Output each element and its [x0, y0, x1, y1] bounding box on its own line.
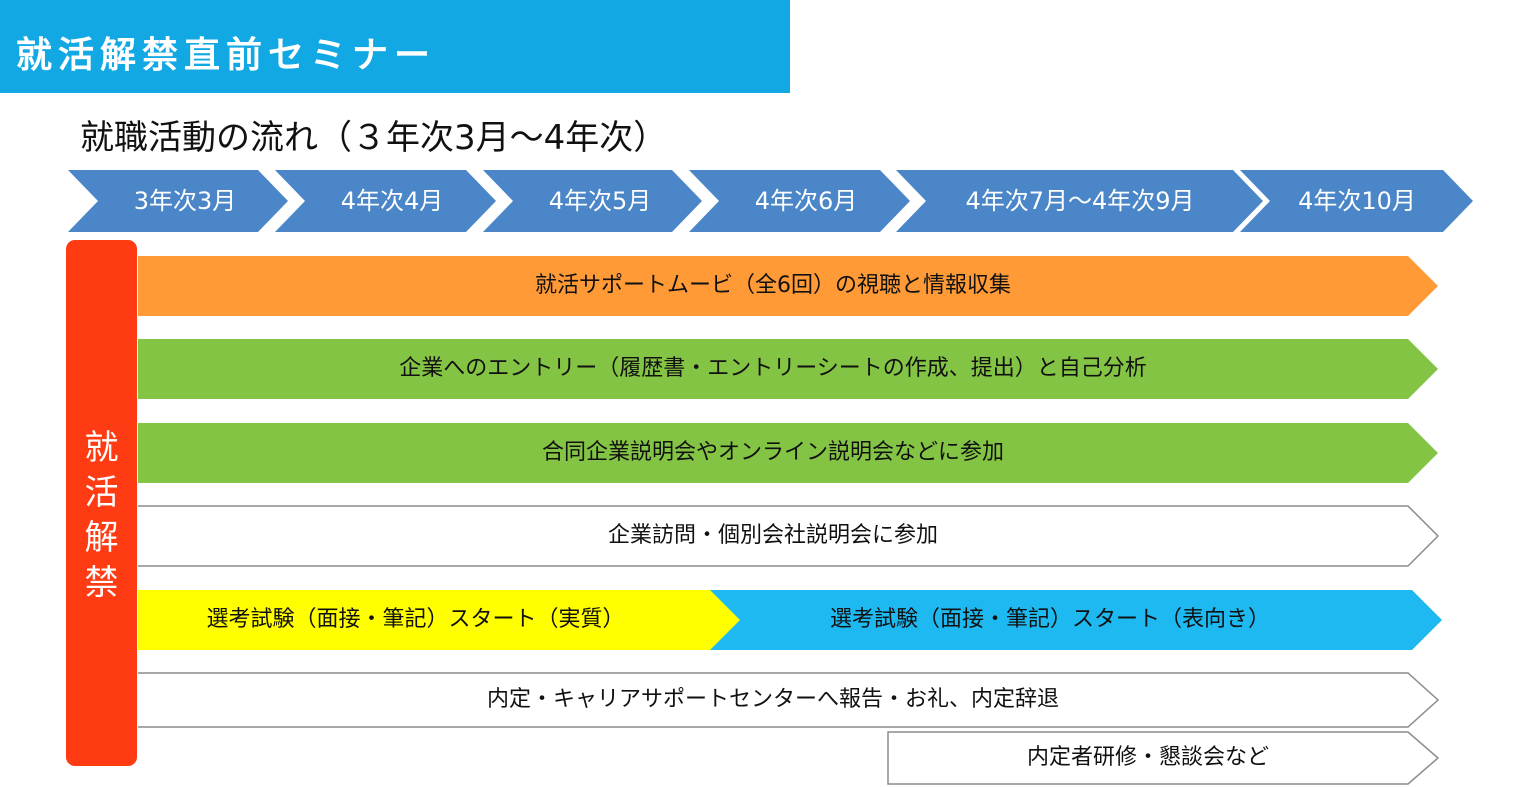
- arrow-entry: [138, 339, 1438, 399]
- arrow-selection-official: [700, 590, 1442, 650]
- label-seminar: 合同企業説明会やオンライン説明会などに参加: [541, 440, 1004, 465]
- label-selection-actual: 選考試験（面接・筆記）スタート（実質）: [206, 607, 625, 632]
- period-label-5: 4年次7月～4年次9月: [965, 187, 1195, 215]
- period-chevron-2: [275, 170, 496, 232]
- arrow-report: [138, 672, 1440, 728]
- kaikin-char-2: 活: [84, 473, 119, 513]
- header-title: 就活解禁直前セミナー: [16, 35, 437, 76]
- kaikin-bar: 就 活 解 禁: [66, 240, 137, 766]
- kaikin-char-4: 禁: [84, 563, 119, 603]
- label-training: 内定者研修・懇談会など: [1026, 745, 1269, 770]
- period-label-6: 4年次10月: [1298, 187, 1416, 215]
- period-chevron-5: [896, 170, 1263, 232]
- page-subtitle: 就職活動の流れ（３年次3月～4年次）: [80, 118, 668, 158]
- label-selection-official: 選考試験（面接・筆記）スタート（表向き）: [829, 607, 1270, 632]
- period-chevron-1: [68, 170, 288, 232]
- period-chevron-4: [689, 170, 910, 232]
- arrow-training: [887, 731, 1440, 785]
- arrow-support-movie: [138, 256, 1438, 316]
- arrow-company-visit: [138, 505, 1440, 567]
- header-banner: 就活解禁直前セミナー: [0, 0, 790, 93]
- period-label-1: 3年次3月: [133, 187, 237, 215]
- label-report: 内定・キャリアサポートセンターへ報告・お礼、内定辞退: [486, 687, 1059, 712]
- label-support-movie: 就活サポートムービ（全6回）の視聴と情報収集: [535, 273, 1011, 298]
- period-label-3: 4年次5月: [548, 187, 652, 215]
- kaikin-char-1: 就: [84, 428, 119, 468]
- period-chevron-6: [1240, 170, 1473, 232]
- label-company-visit: 企業訪問・個別会社説明会に参加: [607, 523, 938, 548]
- period-chevron-3: [483, 170, 702, 232]
- kaikin-char-3: 解: [84, 518, 119, 558]
- arrow-seminar: [138, 423, 1438, 483]
- arrow-selection-actual: [138, 590, 740, 650]
- period-label-4: 4年次6月: [754, 187, 858, 215]
- period-label-2: 4年次4月: [340, 187, 444, 215]
- label-entry: 企業へのエントリー（履歴書・エントリーシートの作成、提出）と自己分析: [399, 356, 1147, 381]
